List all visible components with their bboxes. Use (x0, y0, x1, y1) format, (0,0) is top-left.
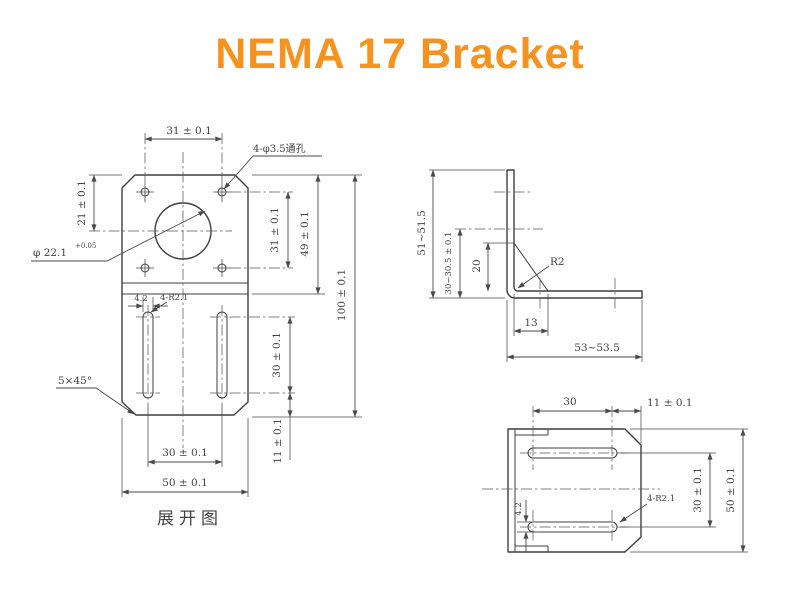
note-front-slot-radius: 4-R2.1 (160, 293, 188, 303)
mounting-holes (136, 183, 231, 277)
dim-front-slot-to-edge: 11 ± 0.1 (272, 418, 284, 464)
note-front-chamfer: 5×45° (58, 375, 92, 387)
bottom-plate-outline (507, 428, 642, 553)
dim-bottom-slot-width: 4.2 (514, 502, 524, 516)
side-view: 51~51.5 30~30.5 ± 0.1 20 R2 13 53~53.5 (416, 169, 643, 362)
note-side-bend-radius: R2 (550, 256, 565, 268)
dim-front-flange-height: 49 ± 0.1 (299, 211, 311, 257)
dim-bottom-slot-spacing: 30 ± 0.1 (692, 467, 704, 513)
dim-side-overall-height: 51~51.5 (416, 210, 428, 256)
front-view: 31 ± 0.1 4-φ3.5通孔 21 ± 0.1 31 ± 0.1 49 ±… (31, 125, 362, 529)
dim-front-bore: φ 22.1 (33, 247, 67, 259)
dim-side-leg-height: 30~30.5 ± 0.1 (444, 232, 454, 295)
dim-front-slot-length: 30 ± 0.1 (271, 332, 283, 378)
side-profile-outline (506, 169, 643, 299)
dim-front-bore-tol: +0.05 (75, 242, 96, 250)
dim-front-top-to-center: 21 ± 0.1 (76, 180, 88, 226)
dim-bottom-slot-length: 30 (563, 396, 576, 408)
note-bottom-slot-radius: 4-R2.1 (647, 494, 675, 504)
front-plate-outline (121, 174, 249, 416)
front-view-caption: 展开图 (157, 509, 223, 529)
bottom-view: 30 11 ± 0.1 30 ± 0.1 50 ± 0.1 4.2 4-R2.1 (482, 396, 748, 553)
note-front-holes: 4-φ3.5通孔 (253, 143, 306, 155)
dim-front-slot-spacing: 30 ± 0.1 (162, 447, 208, 459)
dim-bottom-overall-width: 50 ± 0.1 (725, 467, 737, 513)
dim-front-hole-spacing-h: 31 ± 0.1 (166, 125, 212, 137)
dim-side-gusset-height: 20 (471, 259, 483, 272)
dim-front-overall-height: 100 ± 0.1 (336, 269, 348, 321)
dim-front-slot-width: 4.2 (134, 294, 148, 304)
side-gusset (513, 242, 549, 292)
dim-front-overall-width: 50 ± 0.1 (162, 477, 208, 489)
dim-front-hole-spacing-v: 31 ± 0.1 (269, 207, 281, 253)
dim-bottom-slot-to-edge: 11 ± 0.1 (647, 397, 693, 409)
dim-side-gusset-width: 13 (524, 317, 537, 329)
page-title: NEMA 17 Bracket (215, 30, 585, 78)
dim-side-base-length: 53~53.5 (574, 342, 620, 354)
